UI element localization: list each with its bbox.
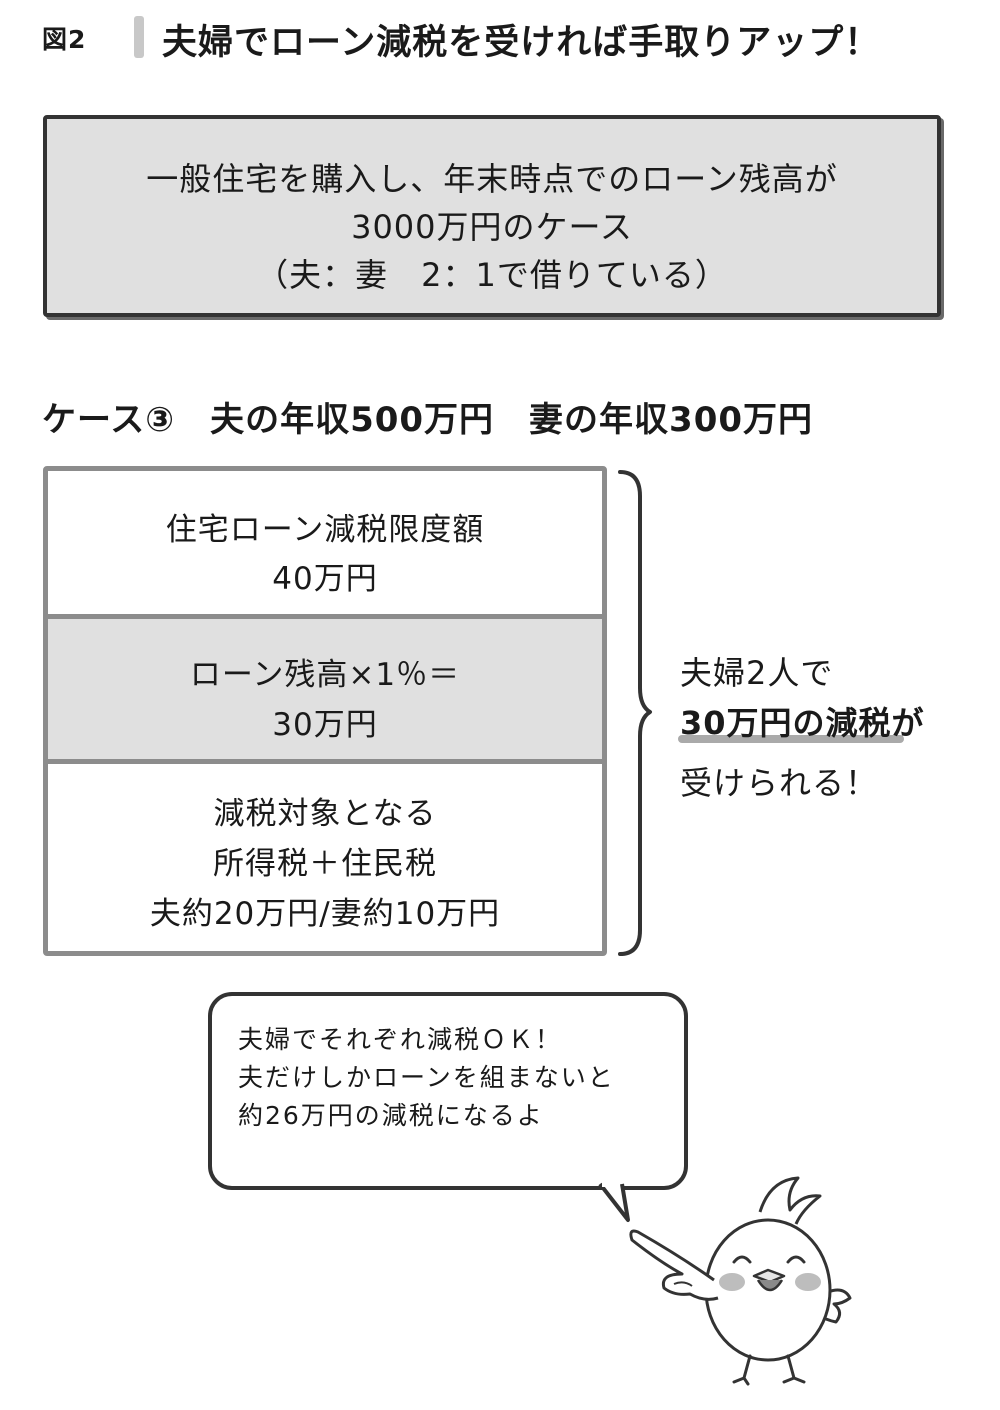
result-highlight: 30万円の減税が (680, 704, 925, 742)
row-text: ローン残高×1％＝ (189, 657, 461, 693)
result-line: 受けられる！ (680, 764, 879, 802)
premise-line: 3000万円のケース (351, 208, 633, 246)
highlight-underline (678, 735, 904, 743)
premise-line: （夫：妻 2：1で借りている） (256, 256, 728, 294)
curly-brace-icon (618, 470, 652, 956)
table-row: 住宅ローン減税限度額 40万円 (48, 471, 602, 614)
speech-line: 夫だけしかローンを組まないと (238, 1063, 615, 1092)
row-text: 30万円 (272, 707, 378, 743)
page-title: 夫婦でローン減税を受ければ手取りアップ！ (162, 23, 881, 63)
bird-mascot-icon (629, 1176, 852, 1386)
row-text: 40万円 (272, 561, 378, 597)
table-row: 減税対象となる 所得税＋住民税 夫約20万円/妻約10万円 (48, 759, 602, 951)
row-text: 減税対象となる (213, 796, 437, 832)
row-text: 夫約20万円/妻約10万円 (149, 896, 501, 932)
result-line: 夫婦2人で (680, 654, 834, 692)
figure-label: 図2 (42, 25, 87, 54)
premise-box: 一般住宅を購入し、年末時点でのローン残高が 3000万円のケース （夫：妻 2：… (43, 115, 941, 317)
speech-bubble (208, 992, 688, 1190)
premise-line: 一般住宅を購入し、年末時点でのローン残高が (146, 160, 838, 198)
speech-line: 約26万円の減税になるよ (238, 1101, 544, 1130)
speech-bubble-tail (598, 1182, 630, 1222)
table-row: ローン残高×1％＝ 30万円 (48, 614, 602, 759)
deduction-table: 住宅ローン減税限度額 40万円 ローン残高×1％＝ 30万円 減税対象となる 所… (43, 466, 607, 956)
row-text: 所得税＋住民税 (213, 846, 437, 882)
row-text: 住宅ローン減税限度額 (165, 512, 485, 548)
title-divider (134, 16, 144, 58)
speech-line: 夫婦でそれぞれ減税ＯＫ！ (238, 1025, 563, 1054)
case-heading: ケース③ 夫の年収500万円 妻の年収300万円 (42, 400, 814, 440)
